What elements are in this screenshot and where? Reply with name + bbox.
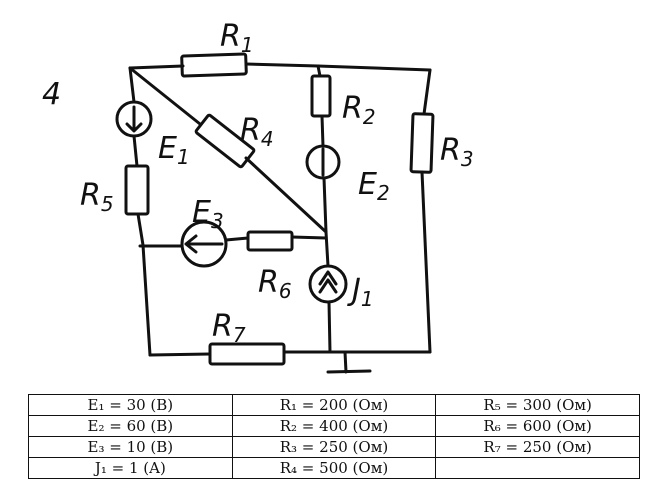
table-row: E₃ = 10 (B) R₃ = 250 (Ом) R₇ = 250 (Ом) bbox=[28, 436, 640, 458]
table-cell: J₁ = 1 (A) bbox=[28, 457, 233, 479]
wires bbox=[128, 62, 432, 374]
label-e1: E1 bbox=[158, 131, 190, 169]
source-e2 bbox=[305, 144, 341, 180]
label-r2: R2 bbox=[342, 91, 376, 129]
table-cell: E₂ = 60 (B) bbox=[28, 415, 233, 437]
circuit-diagram: 4 R1 R2 R3 R4 R5 R6 R7 E1 E2 E3 J1 bbox=[42, 19, 474, 374]
table-cell: R₇ = 250 (Ом) bbox=[435, 436, 640, 458]
resistor-r3 bbox=[409, 112, 435, 174]
label-r5: R5 bbox=[80, 178, 114, 216]
table-cell bbox=[435, 457, 640, 479]
label-e2: E2 bbox=[358, 167, 390, 205]
table-cell: R₁ = 200 (Ом) bbox=[231, 394, 437, 416]
resistor-r6 bbox=[246, 230, 294, 252]
node-label: 4 bbox=[42, 77, 61, 112]
table-cell: R₂ = 400 (Ом) bbox=[231, 415, 437, 437]
parameters-table: E₁ = 30 (B) R₁ = 200 (Ом) R₅ = 300 (Ом) … bbox=[28, 394, 640, 479]
current-source-j1 bbox=[308, 264, 348, 304]
table-cell: R₅ = 300 (Ом) bbox=[435, 394, 640, 416]
label-r7: R7 bbox=[212, 309, 246, 347]
label-r4: R4 bbox=[240, 113, 274, 151]
resistor-r4 bbox=[194, 113, 256, 169]
label-r6: R6 bbox=[258, 265, 292, 303]
source-e1 bbox=[115, 100, 153, 138]
label-r1: R1 bbox=[220, 19, 254, 57]
table-row: E₂ = 60 (B) R₂ = 400 (Ом) R₆ = 600 (Ом) bbox=[28, 415, 640, 437]
table-cell: R₃ = 250 (Ом) bbox=[231, 436, 437, 458]
table-cell: E₃ = 10 (B) bbox=[28, 436, 233, 458]
table-cell: R₄ = 500 (Ом) bbox=[231, 457, 437, 479]
resistor-r5 bbox=[124, 164, 150, 216]
source-e3 bbox=[180, 220, 228, 268]
resistor-r2 bbox=[310, 74, 332, 118]
label-e3: E3 bbox=[192, 195, 224, 233]
resistor-r1 bbox=[180, 52, 248, 78]
table-cell: E₁ = 30 (B) bbox=[28, 394, 233, 416]
label-r3: R3 bbox=[440, 133, 474, 171]
table-row: J₁ = 1 (A) R₄ = 500 (Ом) bbox=[28, 457, 640, 479]
resistor-r7 bbox=[208, 342, 286, 366]
table-row: E₁ = 30 (B) R₁ = 200 (Ом) R₅ = 300 (Ом) bbox=[28, 394, 640, 416]
label-j1: J1 bbox=[347, 273, 374, 311]
table-cell: R₆ = 600 (Ом) bbox=[435, 415, 640, 437]
